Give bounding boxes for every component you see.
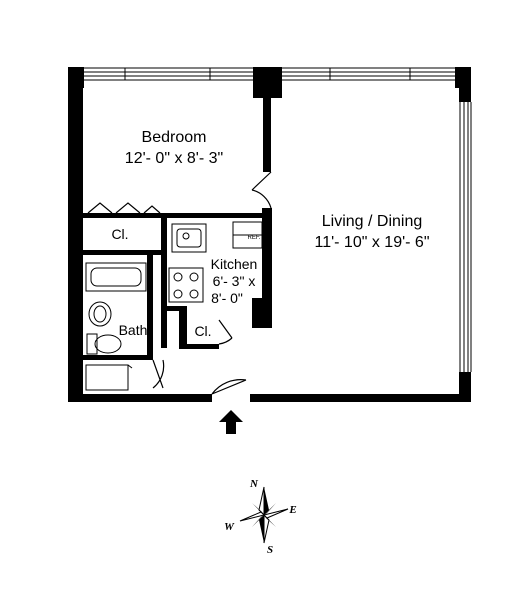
bath-sink-icon bbox=[88, 301, 112, 327]
bathtub-icon bbox=[85, 262, 147, 292]
bedroom-living-wall-lower bbox=[262, 208, 272, 328]
bath-door-swing bbox=[152, 359, 165, 389]
entry-door-swing bbox=[211, 379, 247, 395]
compass-east: E bbox=[288, 504, 296, 516]
stove-icon bbox=[168, 267, 204, 303]
closet-bath-wall bbox=[83, 250, 165, 255]
bath-name: Bath bbox=[119, 322, 148, 338]
compass-north: N bbox=[249, 478, 259, 490]
doors bbox=[87, 171, 272, 395]
sink-icon bbox=[171, 223, 207, 253]
kitchen-west-wall bbox=[161, 213, 167, 348]
kitchen-south-wall-left bbox=[161, 306, 181, 311]
compass-south: S bbox=[267, 544, 273, 556]
bedroom-window bbox=[84, 67, 253, 81]
bedroom-living-wall-upper bbox=[263, 80, 271, 172]
toilet-tank-icon bbox=[86, 333, 98, 355]
compass-west: W bbox=[224, 521, 235, 533]
closet-bifold-door bbox=[87, 202, 161, 214]
exterior-walls bbox=[68, 67, 472, 402]
interior-walls bbox=[83, 80, 272, 360]
bath-south-wall bbox=[83, 355, 153, 360]
bedroom-door-swing bbox=[251, 171, 272, 209]
kitchen-name: Kitchen bbox=[211, 256, 258, 272]
refrigerator-label: REF. bbox=[247, 235, 260, 241]
bottom-wall-right bbox=[250, 394, 471, 402]
kitchen-dims-1: 6'- 3" x bbox=[213, 273, 256, 289]
linen-cabinet-icon bbox=[85, 364, 129, 391]
kitchen-closet-label: Cl. bbox=[194, 323, 211, 339]
living-window bbox=[282, 67, 455, 81]
bottom-wall-left bbox=[68, 394, 212, 402]
bedroom-dims: 12'- 0" x 8'- 3" bbox=[125, 150, 223, 167]
partition-pier bbox=[252, 298, 272, 328]
bedroom-closet-label: Cl. bbox=[111, 226, 128, 242]
kitchen-closet-block bbox=[179, 306, 187, 348]
toilet-bowl-icon bbox=[94, 334, 122, 354]
kitchen-dims-2: 8'- 0" bbox=[211, 290, 243, 306]
bedroom-name: Bedroom bbox=[142, 129, 207, 146]
fixtures bbox=[85, 221, 263, 391]
kitchen-closet-bottom bbox=[179, 344, 219, 349]
compass-rose-icon bbox=[239, 486, 289, 544]
bath-east-wall bbox=[147, 255, 153, 355]
right-wall-upper bbox=[459, 67, 471, 102]
entry-arrow-icon bbox=[219, 410, 243, 434]
kitchen-closet-door bbox=[218, 319, 233, 345]
living-name: Living / Dining bbox=[322, 213, 423, 230]
right-window bbox=[459, 102, 472, 372]
bedroom-south-wall bbox=[83, 213, 165, 218]
left-wall bbox=[68, 67, 83, 402]
living-dims: 11'- 10" x 19'- 6" bbox=[314, 234, 429, 251]
kitchen-north-wall bbox=[162, 213, 262, 218]
